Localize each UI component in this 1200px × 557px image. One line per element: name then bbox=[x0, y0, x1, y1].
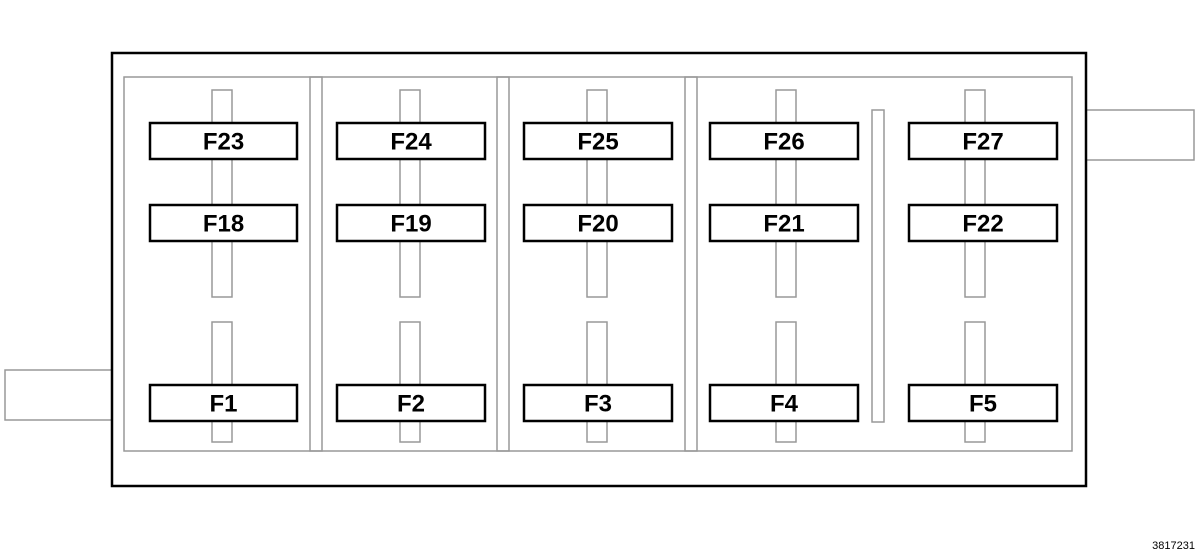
fuse-f19-box bbox=[335, 203, 487, 243]
column-divider bbox=[309, 76, 323, 452]
fuse-f18-label: F18 bbox=[203, 211, 244, 238]
fuse-f4-box bbox=[708, 383, 860, 423]
reference-number: 3817231 bbox=[1152, 540, 1195, 552]
column-divider bbox=[496, 76, 510, 452]
fuse-f23-label: F23 bbox=[203, 129, 244, 156]
fuse-f18-box bbox=[148, 203, 299, 243]
fuse-socket-upper bbox=[964, 89, 986, 298]
fuse-socket-upper bbox=[399, 89, 421, 298]
fuse-f2-label: F2 bbox=[397, 391, 425, 418]
column-divider bbox=[871, 109, 885, 423]
right-connector-tab bbox=[1085, 109, 1195, 161]
fuse-column-4: F26 F21 F4 bbox=[708, 89, 860, 443]
fuse-f24-label: F24 bbox=[390, 129, 432, 156]
fuse-f23-box bbox=[148, 121, 299, 161]
fuse-socket-lower bbox=[586, 321, 608, 443]
column-divider bbox=[684, 76, 698, 452]
fuse-column-5: F27 F22 F5 bbox=[907, 89, 1059, 443]
fuse-f21-box bbox=[708, 203, 860, 243]
fuse-f19-label: F19 bbox=[390, 211, 431, 238]
fuse-f22-label: F22 bbox=[962, 211, 1003, 238]
fuse-f4-label: F4 bbox=[770, 391, 799, 418]
fuse-f3-label: F3 bbox=[584, 391, 612, 418]
fuse-socket-upper bbox=[775, 89, 797, 298]
fuse-column-1: F23 F18 F1 bbox=[148, 89, 299, 443]
fuse-f25-label: F25 bbox=[577, 129, 618, 156]
fuse-f25-box bbox=[522, 121, 674, 161]
fuse-socket-lower bbox=[399, 321, 421, 443]
fuse-column-3: F25 F20 F3 bbox=[522, 89, 674, 443]
fuse-f5-box bbox=[907, 383, 1059, 423]
fuse-f3-box bbox=[522, 383, 674, 423]
fuse-f21-label: F21 bbox=[763, 211, 804, 238]
fuse-f27-box bbox=[907, 121, 1059, 161]
fuse-f1-label: F1 bbox=[209, 391, 237, 418]
left-connector-tab bbox=[4, 369, 113, 421]
fuse-f22-box bbox=[907, 203, 1059, 243]
fuse-f27-label: F27 bbox=[962, 129, 1003, 156]
fuse-f1-box bbox=[148, 383, 299, 423]
fuse-socket-lower bbox=[211, 321, 233, 443]
fuse-f2-box bbox=[335, 383, 487, 423]
fuse-f26-label: F26 bbox=[763, 129, 804, 156]
fuse-socket-upper bbox=[211, 89, 233, 298]
fuse-socket-upper bbox=[586, 89, 608, 298]
fuse-f24-box bbox=[335, 121, 487, 161]
fuse-f5-label: F5 bbox=[969, 391, 997, 418]
fuse-f20-box bbox=[522, 203, 674, 243]
fuse-column-2: F24 F19 F2 bbox=[335, 89, 487, 443]
fuse-socket-lower bbox=[964, 321, 986, 443]
fuse-box-inner-tray bbox=[123, 76, 1073, 452]
fuse-f20-label: F20 bbox=[577, 211, 618, 238]
fuse-f26-box bbox=[708, 121, 860, 161]
fuse-socket-lower bbox=[775, 321, 797, 443]
